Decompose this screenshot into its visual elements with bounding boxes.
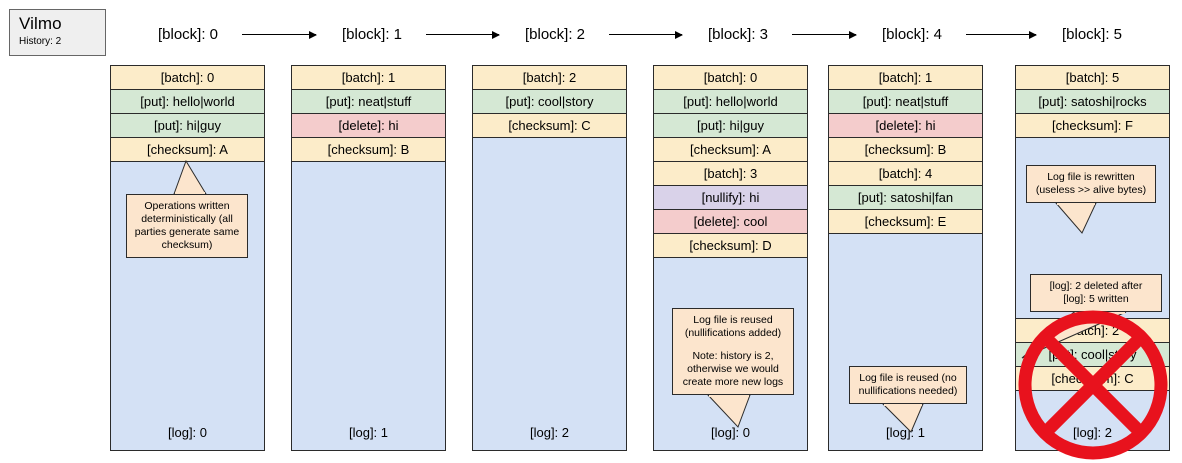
title-card: Vilmo History: 2	[9, 9, 106, 56]
log-label-2: [log]: 2	[529, 425, 570, 440]
log-label-4: [log]: 1	[885, 425, 926, 440]
callout-deterministic-box: Operations written deterministically (al…	[126, 194, 248, 258]
block-header-5: [block]: 5	[1061, 26, 1123, 43]
row-put: [put]: satoshi|fan	[829, 186, 982, 210]
callout-deterministic-line-0: Operations written deterministically (al…	[134, 200, 240, 251]
log-label-1: [log]: 1	[348, 425, 389, 440]
log-body-1: [log]: 1	[292, 162, 445, 450]
callout-log-reused-no-nullify: Log file is reused (no nullifications ne…	[849, 366, 967, 433]
row-nullify: [nullify]: hi	[654, 186, 807, 210]
row-checksum: [checksum]: F	[1016, 114, 1169, 138]
row-delete: [delete]: cool	[654, 210, 807, 234]
callout-log-rewritten-line-0: Log file is rewritten (useless >> alive …	[1035, 171, 1147, 196]
callout-log-rewritten-box: Log file is rewritten (useless >> alive …	[1026, 165, 1156, 203]
arrow-block-0-to-1	[242, 30, 317, 39]
row-put: [put]: satoshi|rocks	[1016, 90, 1169, 114]
callout-log-reused-no-nullify-tail	[881, 403, 924, 433]
callout-log-reused-nullified: Log file is reused (nullifications added…	[672, 308, 794, 428]
arrow-block-3-to-4	[792, 30, 857, 39]
row-delete: [delete]: hi	[292, 114, 445, 138]
callout-log-reused-nullified-line-0: Log file is reused (nullifications added…	[684, 314, 782, 339]
app-title: Vilmo	[19, 14, 62, 33]
callout-log2-deleted: [log]: 2 deleted after [log]: 5 written	[1021, 274, 1162, 359]
row-checksum: [checksum]: B	[829, 138, 982, 162]
row-put: [put]: hi|guy	[111, 114, 264, 138]
callout-log2-deleted-line-0: [log]: 2 deleted after [log]: 5 written	[1049, 280, 1143, 305]
callout-deterministic-tail	[173, 159, 207, 196]
callout-log-reused-nullified-box: Log file is reused (nullifications added…	[672, 308, 794, 395]
row-checksum: [checksum]: D	[654, 234, 807, 258]
row-checksum: [checksum]: A	[111, 138, 264, 162]
callout-log-reused-nullified-tail	[706, 394, 751, 428]
arrow-block-2-to-3	[609, 30, 683, 39]
log-label-3: [log]: 0	[710, 425, 751, 440]
callout-log2-deleted-tail	[1021, 311, 1127, 359]
log-column-2[interactable]: [batch]: 2[put]: cool|story[checksum]: C…	[472, 65, 627, 451]
callout-log-rewritten: Log file is rewritten (useless >> alive …	[1026, 165, 1156, 234]
deleted-log-label: [log]: 2	[1072, 425, 1113, 440]
row-batch: [batch]: 1	[292, 66, 445, 90]
callout-deterministic: Operations written deterministically (al…	[126, 159, 248, 258]
callout-log-rewritten-tail	[1054, 202, 1097, 234]
row-checksum: [checksum]: B	[292, 138, 445, 162]
row-batch: [batch]: 0	[111, 66, 264, 90]
row-put: [put]: cool|story	[473, 90, 626, 114]
row-checksum: [checksum]: C	[473, 114, 626, 138]
block-header-3: [block]: 3	[707, 26, 769, 43]
row-batch: [batch]: 1	[829, 66, 982, 90]
callout-log-reused-nullified-line-1: Note: history is 2, otherwise we would c…	[682, 350, 784, 388]
row-put: [put]: hello|world	[654, 90, 807, 114]
row-put: [put]: hello|world	[111, 90, 264, 114]
row-batch: [batch]: 5	[1016, 66, 1169, 90]
row-checksum: [checksum]: E	[829, 210, 982, 234]
block-header-2: [block]: 2	[524, 26, 586, 43]
row-batch: [batch]: 4	[829, 162, 982, 186]
log-column-0[interactable]: [batch]: 0[put]: hello|world[put]: hi|gu…	[110, 65, 265, 451]
block-header-0: [block]: 0	[157, 26, 219, 43]
arrow-block-4-to-5	[966, 30, 1037, 39]
row-put: [put]: hi|guy	[654, 114, 807, 138]
row-delete: [delete]: hi	[829, 114, 982, 138]
history-setting: History: 2	[19, 36, 62, 47]
log-label-0: [log]: 0	[167, 425, 208, 440]
block-header-4: [block]: 4	[881, 26, 943, 43]
log-body-2: [log]: 2	[473, 138, 626, 450]
row-put: [put]: neat|stuff	[829, 90, 982, 114]
arrow-block-1-to-2	[426, 30, 500, 39]
log-column-1[interactable]: [batch]: 1[put]: neat|stuff[delete]: hi[…	[291, 65, 446, 451]
callout-log-reused-no-nullify-box: Log file is reused (no nullifications ne…	[849, 366, 967, 404]
row-put: [put]: neat|stuff	[292, 90, 445, 114]
callout-log-reused-no-nullify-line-0: Log file is reused (no nullifications ne…	[858, 372, 958, 397]
callout-log2-deleted-box: [log]: 2 deleted after [log]: 5 written	[1030, 274, 1162, 312]
row-batch: [batch]: 2	[473, 66, 626, 90]
row-checksum: [checksum]: A	[654, 138, 807, 162]
row-batch: [batch]: 0	[654, 66, 807, 90]
row-batch: [batch]: 3	[654, 162, 807, 186]
block-header-1: [block]: 1	[341, 26, 403, 43]
deleted-log-body: [log]: 2	[1016, 391, 1169, 450]
